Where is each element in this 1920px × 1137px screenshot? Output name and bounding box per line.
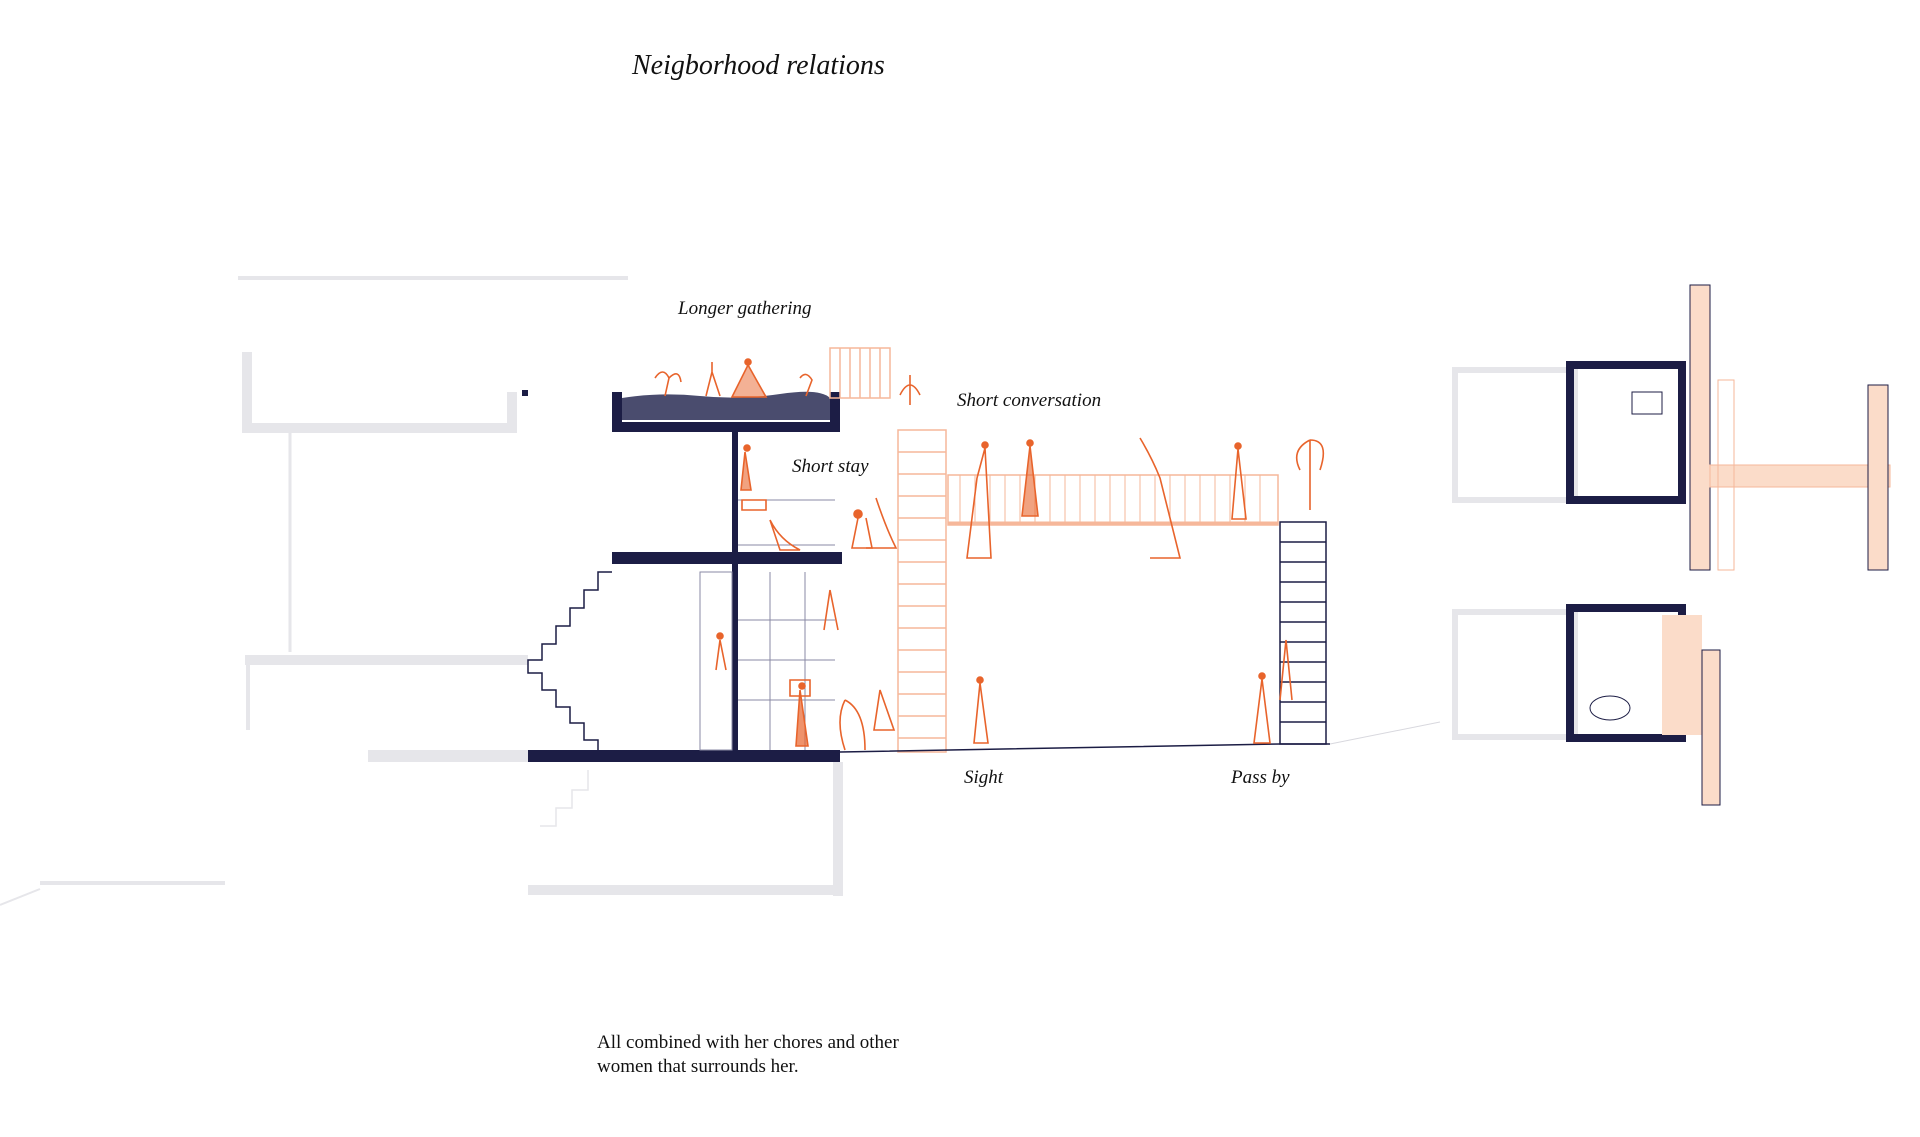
ghost-lower-stair <box>540 770 589 827</box>
ghost-neighbour-buildings <box>0 276 843 906</box>
floor-plan-upper <box>1452 284 1891 571</box>
neighbour-ladder <box>1279 521 1327 745</box>
interior-staircase <box>527 571 612 753</box>
exterior-stair <box>829 347 1279 753</box>
caption-line-2: women that surrounds her. <box>597 1056 799 1077</box>
floor-plan-lower <box>1452 604 1721 806</box>
caption-line-1: All combined with her chores and other <box>597 1032 899 1053</box>
label-longer-gathering: Longer gathering <box>678 298 812 319</box>
page-title: Neigborhood relations <box>632 50 885 81</box>
label-short-stay: Short stay <box>792 456 869 477</box>
ground-line <box>839 743 1330 753</box>
label-short-conversation: Short conversation <box>957 390 1102 411</box>
balcony-railing-bars <box>959 475 1261 523</box>
roof-soil <box>622 391 830 420</box>
house-structure <box>522 390 842 762</box>
figures <box>654 358 1325 751</box>
interior-shelves <box>699 499 835 751</box>
ground-extension <box>1329 721 1441 745</box>
label-pass-by: Pass by <box>1231 767 1290 788</box>
caption: All combined with her chores and other w… <box>597 1031 997 1079</box>
label-sight: Sight <box>964 767 1004 788</box>
